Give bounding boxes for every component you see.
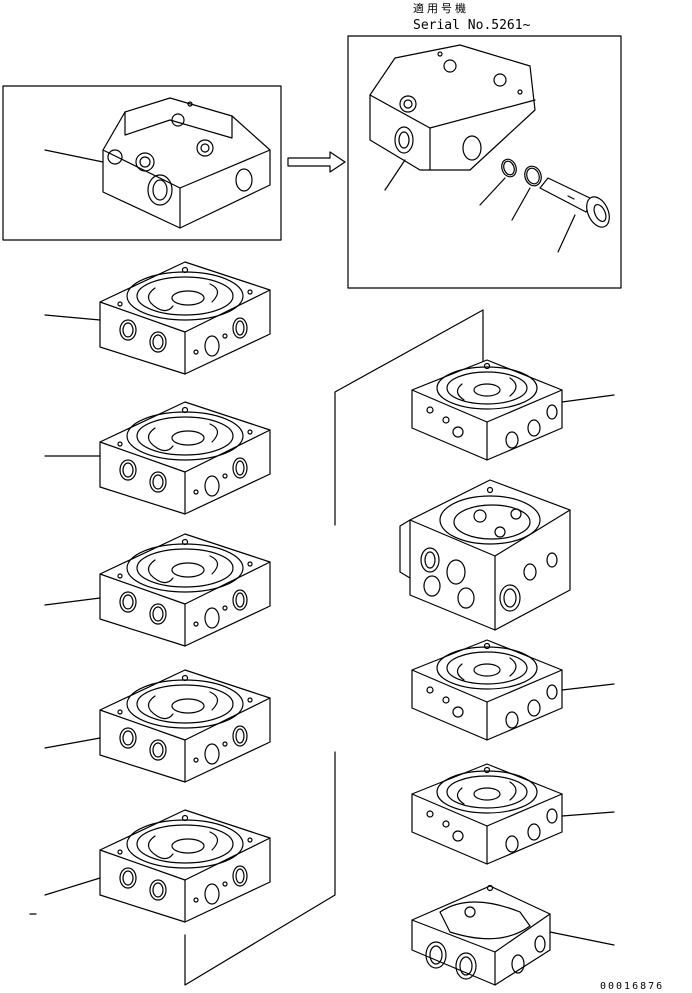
arrow-right-icon: [287, 151, 346, 173]
valve-section-1: [99, 261, 271, 375]
valve-section-8: [411, 639, 563, 741]
leader-line: [44, 597, 101, 606]
leader-line: [44, 877, 101, 896]
valve-section-10: [411, 884, 551, 986]
o-ring-small: [501, 158, 517, 178]
leader-line: [561, 811, 615, 817]
old-cover-frame: [2, 85, 282, 241]
valve-section-5: [99, 809, 271, 923]
cover-block-new: [369, 44, 536, 171]
plug: [539, 177, 610, 228]
valve-section-7: [399, 479, 571, 631]
leader-line: [44, 149, 104, 163]
valve-section-3: [99, 533, 271, 647]
leader-line: [511, 187, 531, 221]
cover-block-old: [102, 97, 271, 229]
leader-line: [561, 394, 615, 403]
o-ring-large: [524, 165, 542, 187]
new-cover-frame: [347, 35, 622, 289]
valve-section-9: [411, 763, 563, 865]
valve-section-2: [99, 401, 271, 515]
connector-line-lower: [184, 751, 336, 986]
leader-line: [561, 683, 615, 691]
valve-section-6: [411, 359, 563, 461]
leader-line: [557, 214, 576, 253]
applicable-models-label: 適用号機: [413, 1, 469, 15]
drawing-code: 00016876: [600, 981, 664, 992]
leader-line: [44, 737, 101, 749]
leader-line: [549, 931, 615, 946]
leader-line: [44, 314, 101, 321]
valve-section-4: [99, 669, 271, 783]
serial-number-label: Serial No.5261~: [413, 18, 531, 33]
connector-line-upper: [334, 309, 484, 526]
leader-line: [384, 159, 406, 191]
leader-line: [479, 177, 506, 206]
